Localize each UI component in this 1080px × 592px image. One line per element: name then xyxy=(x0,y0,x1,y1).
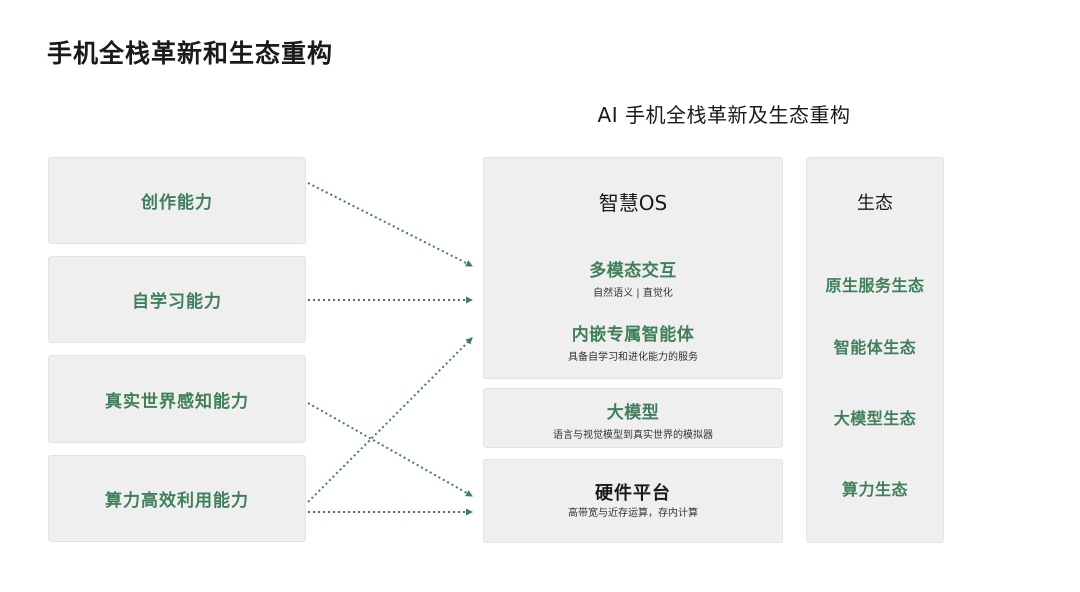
large-model-title: 大模型 xyxy=(606,403,660,423)
embedded-agent-title: 内嵌专属智能体 xyxy=(571,325,695,345)
arrow-compute-to-os xyxy=(307,337,473,503)
embedded-agent-subtitle: 具备自学习和进化能力的服务 xyxy=(568,352,698,363)
ecosystem-title: 生态 xyxy=(857,193,893,214)
capability-label: 自学习能力 xyxy=(132,292,222,312)
capability-box-self-learning: 自学习能力 xyxy=(48,256,306,343)
large-model-box: 大模型 语言与视觉模型到真实世界的模拟器 xyxy=(483,388,783,448)
page-title: 手机全栈革新和生态重构 xyxy=(47,39,334,68)
embedded-agent-block: 内嵌专属智能体 具备自学习和进化能力的服务 xyxy=(484,320,782,363)
capability-label: 创作能力 xyxy=(141,193,213,213)
diagram-title: AI 手机全栈革新及生态重构 xyxy=(597,103,851,127)
capability-label: 算力高效利用能力 xyxy=(105,491,249,511)
hardware-platform-subtitle: 高带宽与近存运算，存内计算 xyxy=(568,508,698,519)
arrow-creation-to-os xyxy=(307,182,473,267)
hardware-platform-box: 硬件平台 高带宽与近存运算，存内计算 xyxy=(483,459,783,543)
ecosystem-box: 生态 原生服务生态 智能体生态 大模型生态 算力生态 xyxy=(806,157,944,543)
multimodal-interaction-subtitle: 自然语义 | 直觉化 xyxy=(593,288,673,299)
capability-box-perception: 真实世界感知能力 xyxy=(48,355,306,443)
smart-os-box: 智慧OS 多模态交互 自然语义 | 直觉化 内嵌专属智能体 具备自学习和进化能力… xyxy=(483,157,783,379)
large-model-subtitle: 语言与视觉模型到真实世界的模拟器 xyxy=(553,430,713,441)
ecosystem-item-compute: 算力生态 xyxy=(841,480,908,499)
capability-label: 真实世界感知能力 xyxy=(105,391,249,412)
ecosystem-item-large-model: 大模型生态 xyxy=(833,409,917,428)
large-model-block: 大模型 语言与视觉模型到真实世界的模拟器 xyxy=(484,398,782,441)
ecosystem-item-agents: 智能体生态 xyxy=(833,338,917,357)
capability-box-compute: 算力高效利用能力 xyxy=(48,455,306,542)
arrow-perception-to-hardware xyxy=(307,402,473,497)
ecosystem-item-native-services: 原生服务生态 xyxy=(825,276,925,295)
multimodal-interaction-title: 多模态交互 xyxy=(589,261,677,281)
hardware-platform-title: 硬件平台 xyxy=(595,483,671,504)
capability-box-creation: 创作能力 xyxy=(48,157,306,244)
multimodal-interaction-block: 多模态交互 自然语义 | 直觉化 xyxy=(484,256,782,299)
smart-os-title: 智慧OS xyxy=(598,191,668,215)
